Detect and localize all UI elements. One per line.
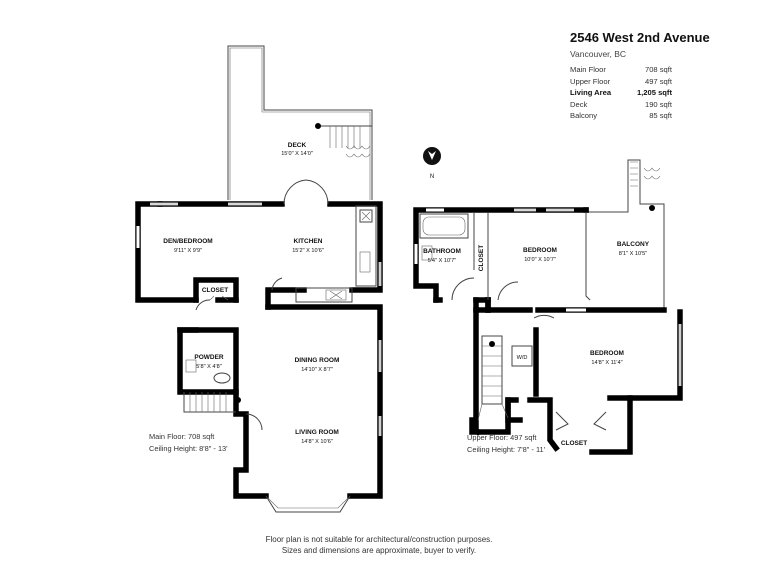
- stair-arrow-icon: [235, 397, 241, 403]
- deck-outline: [227, 45, 373, 200]
- room-dim-den: 9'11" X 9'9": [174, 248, 202, 254]
- room-name-den: DEN/BEDROOM: [163, 238, 212, 245]
- property-info: 2546 West 2nd Avenue Vancouver, BC Main …: [570, 30, 730, 122]
- area-row-total: Living Area 1,205 sqft: [570, 87, 672, 99]
- room-name-deck: DECK: [288, 142, 307, 149]
- main-floor-ceiling: Ceiling Height: 8'8" - 13': [149, 444, 228, 453]
- room-dim-dining: 14'10" X 8'7": [301, 367, 333, 373]
- property-city: Vancouver, BC: [570, 49, 627, 59]
- closet-wall: [193, 277, 239, 303]
- room-dim-bedroom-2: 14'8" X 11'4": [591, 360, 622, 366]
- disclaimer: Floor plan is not suitable for architect…: [0, 534, 758, 556]
- room-name-powder: POWDER: [194, 354, 224, 361]
- room-name-closet-upper-vertical: CLOSET: [478, 245, 485, 271]
- stair-arrow-icon: [649, 205, 655, 211]
- bay-window: [265, 495, 351, 513]
- area-row: Balcony 85 sqft: [570, 110, 672, 122]
- kitchen-counter: [295, 205, 377, 303]
- room-name-bedroom-1: BEDROOM: [523, 247, 557, 254]
- compass: N: [423, 147, 441, 180]
- room-labels: DECK 15'0" X 14'0" DEN/BEDROOM 9'11" X 9…: [163, 142, 649, 447]
- room-dim-bathroom: 5'4" X 10'7": [428, 258, 457, 264]
- area-row: Deck 190 sqft: [570, 99, 672, 111]
- room-name-bathroom: BATHROOM: [423, 248, 461, 255]
- toilet-icon: [213, 372, 231, 384]
- washer-dryer-box: [511, 345, 533, 367]
- property-address: 2546 West 2nd Avenue: [570, 30, 710, 45]
- room-dim-bedroom-1: 10'0" X 10'7": [524, 257, 556, 263]
- area-label: Living Area: [570, 88, 612, 97]
- stair-arrow-icon: [489, 341, 495, 347]
- area-label: Main Floor: [570, 65, 606, 74]
- deck-stairs: [315, 123, 372, 158]
- room-name-kitchen: KITCHEN: [294, 238, 323, 245]
- upper-floor-area: Upper Floor: 497 sqft: [467, 433, 536, 442]
- upper-floor: [413, 159, 683, 455]
- area-label: Deck: [570, 99, 588, 109]
- compass-label: N: [430, 174, 434, 180]
- stair-arrow-icon: [315, 123, 321, 129]
- upper-floor-ceiling: Ceiling Height: 7'8" - 11': [467, 445, 546, 454]
- room-name-balcony: BALCONY: [617, 241, 650, 248]
- disclaimer-line-2: Sizes and dimensions are approximate, bu…: [281, 546, 477, 555]
- main-floor-area: Main Floor: 708 sqft: [149, 432, 214, 441]
- area-label: Balcony: [570, 111, 598, 120]
- room-name-wd: W/D: [517, 355, 528, 361]
- bathtub-icon: [419, 213, 469, 239]
- area-label: Upper Floor: [570, 76, 611, 86]
- area-value: 497 sqft: [644, 76, 672, 86]
- room-name-bedroom-2: BEDROOM: [590, 350, 624, 357]
- room-dim-balcony: 8'1" X 10'5": [619, 251, 648, 257]
- upper-exterior-wall: [413, 207, 589, 303]
- area-value: 708 sqft: [644, 65, 672, 74]
- upper-stairs: [477, 335, 509, 421]
- room-name-dining: DINING ROOM: [295, 357, 340, 364]
- area-value: 190 sqft: [644, 99, 672, 109]
- sink-icon: [185, 359, 197, 373]
- room-dim-kitchen: 15'2" X 10'6": [292, 248, 324, 254]
- area-row: Upper Floor 497 sqft: [570, 76, 672, 88]
- floor-notes: Main Floor: 708 sqft Ceiling Height: 8'8…: [149, 432, 546, 454]
- room-dim-deck: 15'0" X 14'0": [281, 151, 313, 157]
- balcony-outline: [588, 159, 665, 310]
- toilet-icon: [421, 245, 433, 261]
- area-value: 85 sqft: [649, 111, 672, 120]
- room-dim-living: 14'8" X 10'6": [301, 439, 333, 445]
- main-floor: [135, 45, 383, 513]
- disclaimer-line-1: Floor plan is not suitable for architect…: [265, 535, 493, 544]
- main-exterior-wall: [135, 201, 383, 499]
- area-value: 1,205 sqft: [636, 88, 672, 97]
- room-name-living: LIVING ROOM: [295, 429, 339, 436]
- area-row: Main Floor 708 sqft: [570, 64, 672, 76]
- french-doors: [283, 179, 329, 205]
- room-name-closet-main: CLOSET: [202, 287, 228, 294]
- main-stairs: [183, 392, 241, 413]
- room-name-closet-upper: CLOSET: [561, 440, 587, 447]
- room-dim-powder: 5'8" X 4'8": [196, 364, 221, 370]
- powder-wall: [177, 327, 239, 395]
